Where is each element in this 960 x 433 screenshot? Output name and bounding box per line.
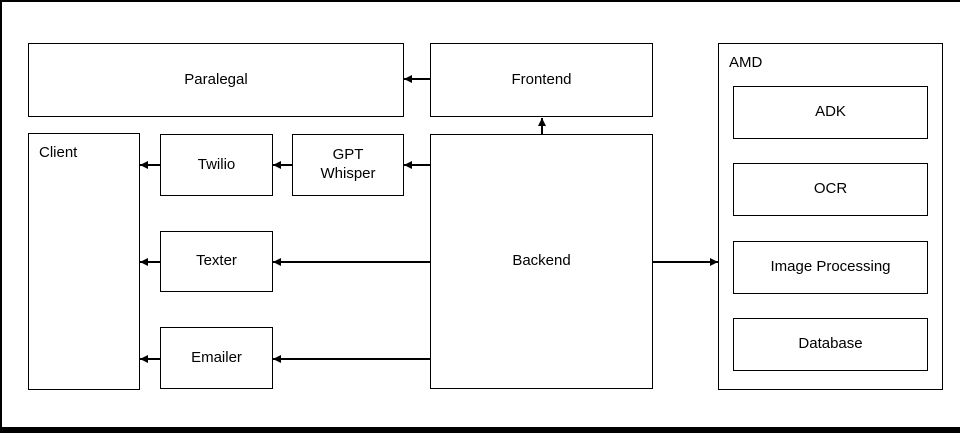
arrow-twilio-to-client (140, 161, 160, 169)
arrow-emailer-to-client (140, 355, 160, 363)
node-twilio: Twilio (160, 134, 273, 196)
node-backend: Backend (430, 134, 653, 389)
arrowhead-left-icon (140, 355, 148, 363)
node-texter-label: Texter (196, 252, 237, 270)
node-amd-label: AMD (729, 54, 763, 71)
frame-bottom-border (0, 427, 960, 433)
arrowhead-left-icon (273, 355, 281, 363)
node-client: Client (28, 133, 140, 390)
arrow-shaft (273, 164, 292, 166)
arrow-gpt-whisper-to-twilio (273, 161, 292, 169)
node-image-processing: Image Processing (733, 241, 928, 294)
arrow-backend-to-amd (653, 258, 718, 266)
node-texter: Texter (160, 231, 273, 292)
node-gpt-whisper-label: GPT Whisper (320, 146, 376, 182)
frame-top-border (0, 0, 960, 2)
node-adk: ADK (733, 86, 928, 139)
arrow-shaft (541, 118, 543, 134)
arrowhead-up-icon (538, 118, 546, 126)
arrow-shaft (273, 261, 430, 263)
frame-left-border (0, 0, 2, 433)
node-ocr: OCR (733, 163, 928, 216)
node-ocr-label: OCR (813, 180, 848, 198)
node-database: Database (733, 318, 928, 371)
arrow-shaft (404, 164, 430, 166)
arrowhead-left-icon (404, 161, 412, 169)
arrow-backend-to-texter (273, 258, 430, 266)
arrowhead-left-icon (140, 258, 148, 266)
arrow-shaft (140, 358, 160, 360)
arrow-frontend-to-paralegal (404, 75, 430, 83)
node-adk-label: ADK (815, 103, 846, 121)
arrow-backend-to-emailer (273, 355, 430, 363)
arrow-shaft (404, 78, 430, 80)
arrow-backend-to-gpt-whisper (404, 161, 430, 169)
arrow-texter-to-client (140, 258, 160, 266)
arrowhead-left-icon (140, 161, 148, 169)
arrow-shaft (273, 358, 430, 360)
node-gpt-whisper: GPT Whisper (292, 134, 404, 196)
arrow-shaft (653, 261, 718, 263)
node-database-label: Database (798, 335, 863, 353)
node-amd-group: AMD ADK OCR Image Processing Database (718, 43, 943, 390)
node-backend-label: Backend (512, 252, 571, 270)
node-client-label: Client (39, 144, 78, 161)
arrow-backend-to-frontend (538, 118, 546, 134)
node-twilio-label: Twilio (197, 155, 236, 173)
arrowhead-right-icon (710, 258, 718, 266)
node-emailer: Emailer (160, 327, 273, 389)
arrowhead-left-icon (273, 161, 281, 169)
arrow-shaft (140, 164, 160, 166)
node-frontend: Frontend (430, 43, 653, 117)
arrow-shaft (140, 261, 160, 263)
arrowhead-left-icon (404, 75, 412, 83)
node-frontend-label: Frontend (511, 70, 572, 88)
node-paralegal-label: Paralegal (184, 70, 248, 88)
node-paralegal: Paralegal (28, 43, 404, 117)
node-image-processing-label: Image Processing (770, 258, 891, 276)
node-emailer-label: Emailer (191, 348, 242, 366)
arrowhead-left-icon (273, 258, 281, 266)
